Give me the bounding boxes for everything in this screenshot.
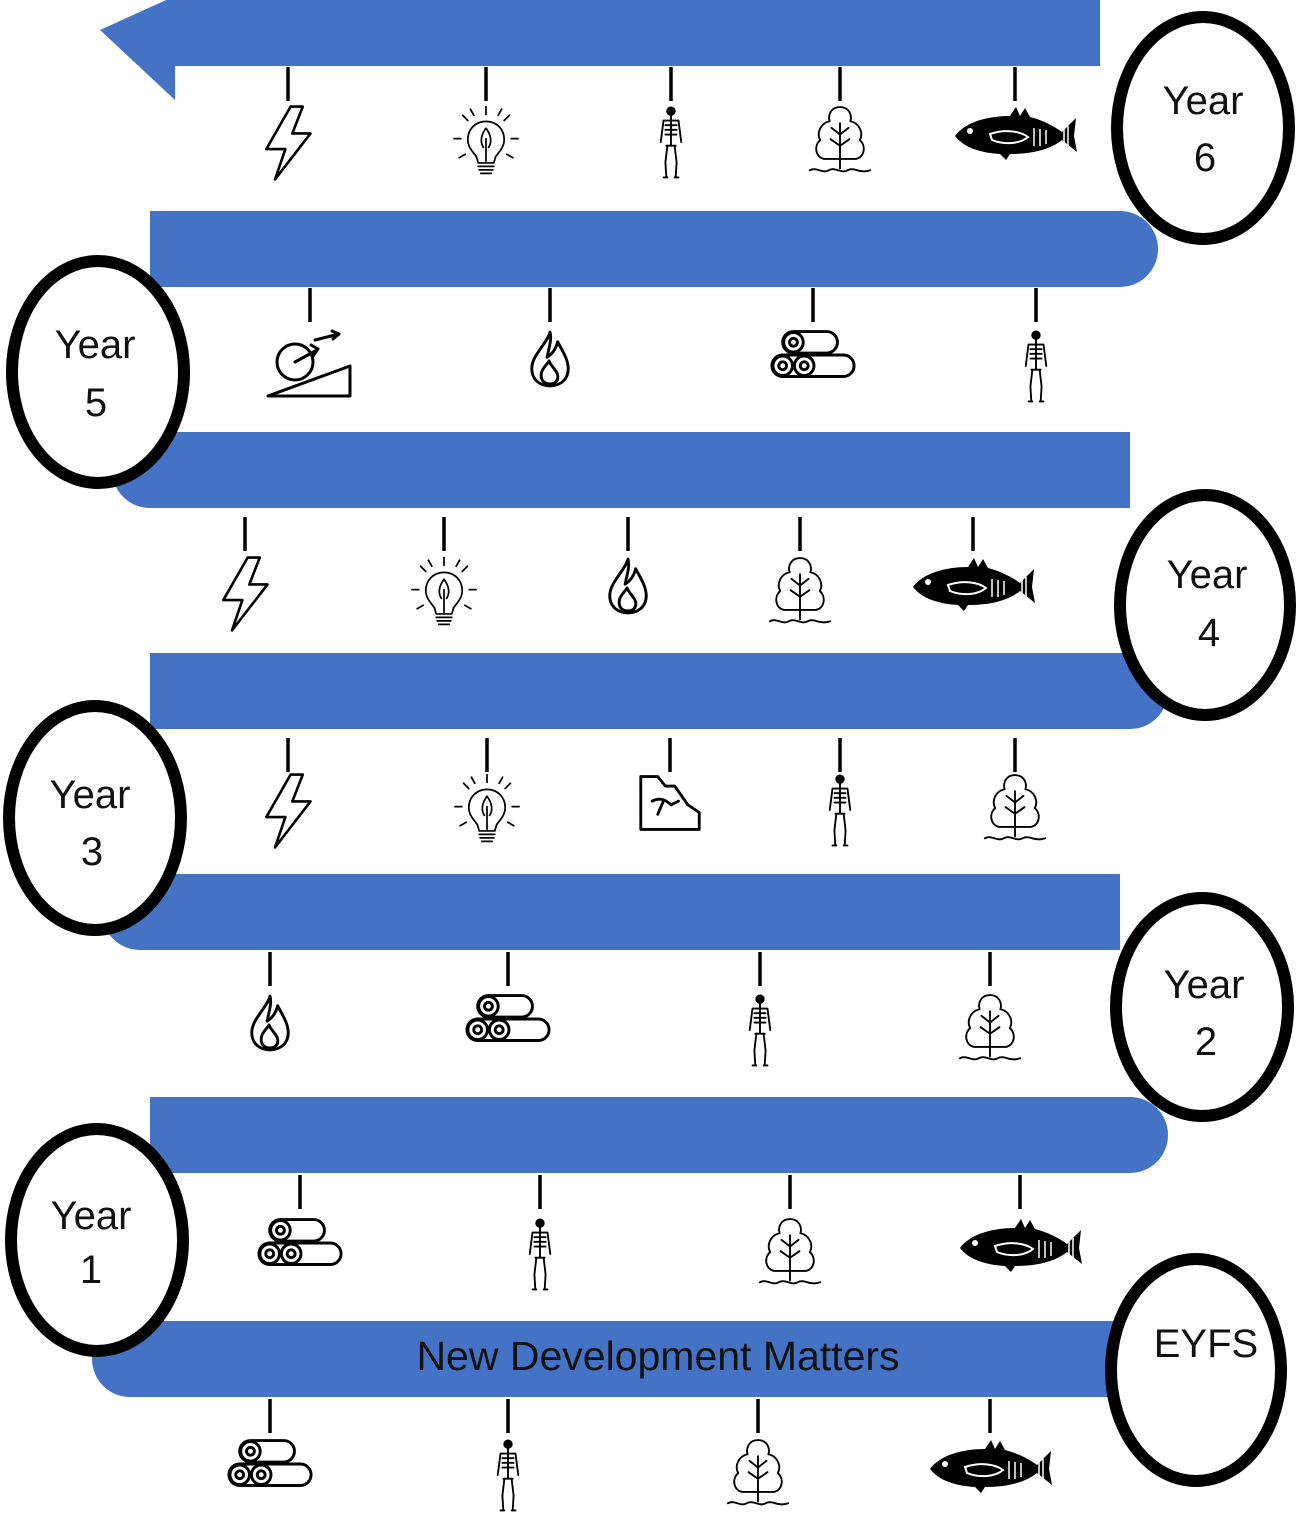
logs-icon: [770, 330, 856, 379]
lightbulb-icon: [453, 105, 519, 175]
logs-icon: [465, 994, 551, 1043]
tree-icon: [808, 106, 872, 173]
lightning-icon: [265, 773, 312, 849]
path-segment-year5: [150, 211, 1158, 287]
badge-year6-label: Year: [1163, 79, 1244, 123]
eyfs-banner-text: New Development Matters: [416, 1333, 899, 1379]
tree-icon: [726, 1439, 790, 1506]
year6-topic-skeleton: [659, 67, 683, 179]
fish-icon: [959, 1218, 1083, 1273]
year3-topic-lightbulb: [454, 738, 520, 843]
lightbulb-icon: [454, 773, 520, 843]
badge-eyfs-label: EYFS: [1154, 1322, 1258, 1366]
badge-year1-label: Year: [51, 1194, 132, 1238]
year4-topic-lightning: [222, 517, 269, 632]
badge-year3: Year 3: [3, 700, 187, 936]
lightning-icon: [222, 556, 269, 632]
eyfs-topic-skeleton: [496, 1399, 520, 1512]
logs-icon: [257, 1218, 343, 1267]
path-segment-year6: [100, 0, 1100, 100]
year2-topic-skeleton: [748, 952, 772, 1067]
badge-year5: Year 5: [6, 255, 190, 489]
tree-icon: [958, 994, 1022, 1061]
year3-topic-rock: [639, 738, 701, 831]
path-segment-year1: [150, 1097, 1168, 1173]
badge-year4: Year 4: [1114, 489, 1296, 721]
ramp-force-icon: [266, 329, 352, 398]
badge-year1: Year 1: [5, 1123, 189, 1357]
year1-topic-tree: [758, 1175, 822, 1285]
tree-icon: [768, 557, 832, 624]
year4-topic-fish: [912, 517, 1036, 612]
badge-year6-number: 6: [1194, 136, 1216, 180]
stage-badges: EYFS Year 1 Year 2 Year 3 Year 4 Year 5: [3, 11, 1296, 1487]
path-segment-year3: [150, 653, 1168, 729]
badge-year2-label: Year: [1164, 963, 1245, 1007]
badge-year4-label: Year: [1167, 553, 1248, 597]
path-segment-eyfs: [92, 1321, 1130, 1397]
skeleton-icon: [496, 1438, 520, 1512]
fish-icon: [929, 1439, 1053, 1494]
year6-topic-lightning: [265, 67, 312, 181]
year6-topic-lightbulb: [453, 67, 519, 175]
badge-year2: Year 2: [1110, 892, 1294, 1122]
badge-year5-number: 5: [85, 381, 107, 425]
logs-icon: [227, 1439, 313, 1488]
skeleton-icon: [528, 1217, 552, 1291]
badge-year4-number: 4: [1198, 611, 1220, 655]
badge-year5-label: Year: [55, 323, 136, 367]
year1-topic-skeleton: [528, 1175, 552, 1291]
eyfs-topic-tree: [726, 1399, 790, 1506]
skeleton-icon: [659, 105, 683, 179]
path-segment-year2: [102, 874, 1120, 950]
flame-icon: [530, 330, 570, 388]
skeleton-icon: [828, 773, 852, 847]
lightbulb-icon: [411, 556, 477, 626]
year6-topic-fish: [954, 67, 1078, 161]
year3-topic-tree: [983, 738, 1047, 841]
year6-topic-tree: [808, 67, 872, 173]
topic-icons: [222, 67, 1083, 1512]
flame-icon: [250, 994, 290, 1052]
badge-year1-number: 1: [80, 1248, 102, 1292]
year4-topic-lightbulb: [411, 517, 477, 626]
path-segment-year4: [112, 432, 1130, 508]
badge-year3-label: Year: [50, 773, 131, 817]
rock-icon: [639, 775, 701, 831]
path-ribbon: [92, 0, 1168, 1397]
fish-icon: [954, 106, 1078, 161]
year3-topic-lightning: [265, 738, 312, 849]
badge-year3-number: 3: [81, 830, 103, 874]
year1-topic-logs: [257, 1175, 343, 1267]
eyfs-topic-fish: [929, 1399, 1053, 1494]
badge-year2-number: 2: [1195, 1020, 1217, 1064]
year1-topic-fish: [959, 1175, 1083, 1273]
tree-icon: [758, 1218, 822, 1285]
eyfs-topic-logs: [227, 1399, 313, 1488]
year5-topic-ramp-force: [266, 288, 352, 398]
year2-topic-logs: [465, 952, 551, 1043]
fish-icon: [912, 557, 1036, 612]
year4-topic-tree: [768, 517, 832, 624]
year5-topic-skeleton: [1024, 288, 1048, 403]
skeleton-icon: [748, 993, 772, 1067]
year2-topic-tree: [958, 952, 1022, 1061]
year3-topic-skeleton: [828, 738, 852, 847]
tree-icon: [983, 774, 1047, 841]
year2-topic-flame: [250, 952, 290, 1052]
year5-topic-flame: [530, 288, 570, 388]
flame-icon: [608, 557, 648, 615]
badge-year6: Year 6: [1111, 11, 1295, 245]
skeleton-icon: [1024, 329, 1048, 403]
year4-topic-flame: [608, 517, 648, 615]
year5-topic-logs: [770, 288, 856, 379]
badge-eyfs: EYFS: [1105, 1253, 1287, 1487]
lightning-icon: [265, 105, 312, 181]
